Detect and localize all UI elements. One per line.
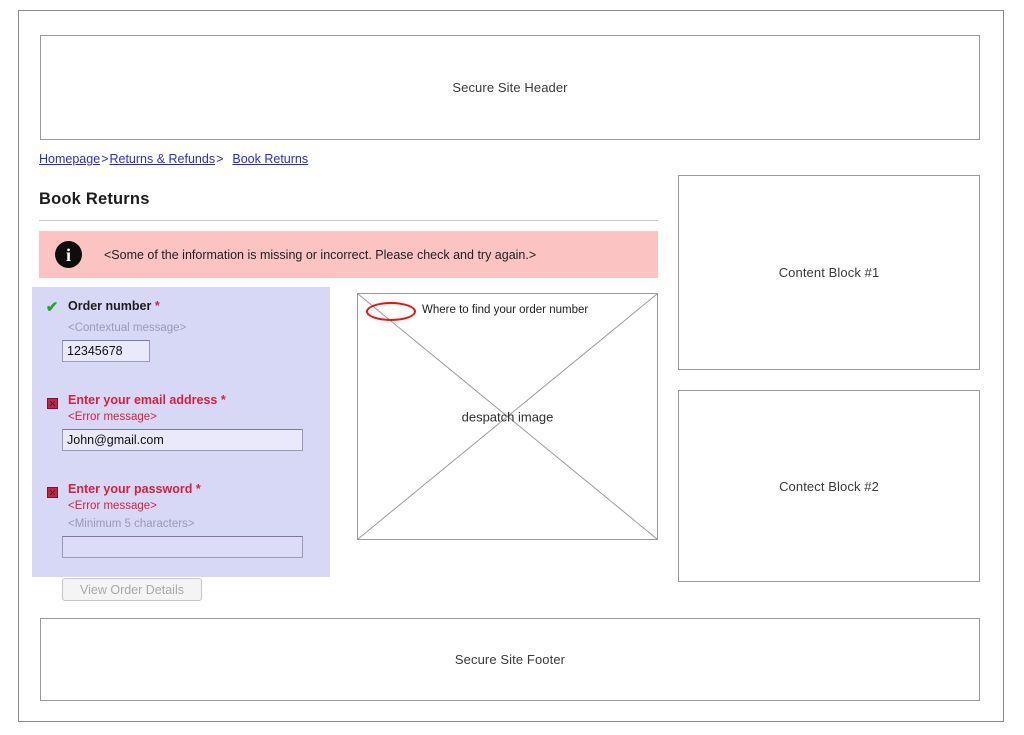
- breadcrumb-item-homepage[interactable]: Homepage: [39, 152, 101, 166]
- field-email-header: Enter your email address * <Error messag…: [32, 393, 330, 425]
- green-check-icon: ✔: [45, 299, 59, 316]
- breadcrumb-separator-1: >: [101, 152, 109, 166]
- breadcrumb: Homepage>Returns & Refunds>Book Returns: [39, 152, 308, 166]
- field-email-label-col: Enter your email address * <Error messag…: [68, 393, 226, 425]
- field-password-error: <Error message>: [68, 499, 157, 512]
- returns-form-panel: ✔ Order number * <Contextual message>: [32, 287, 330, 577]
- error-alert-banner: i <Some of the information is missing or…: [39, 231, 658, 278]
- field-order-number-label-col: Order number *: [68, 299, 160, 315]
- required-marker: *: [154, 299, 160, 313]
- field-order-number-header: ✔ Order number *: [32, 299, 330, 315]
- red-error-icon: [44, 483, 60, 498]
- email-address-input[interactable]: [62, 428, 303, 451]
- placeholder-cross-icon: [358, 294, 657, 539]
- order-number-input[interactable]: [62, 339, 150, 362]
- field-email-error: <Error message>: [68, 410, 157, 423]
- field-password-label-text: Enter your password: [68, 482, 193, 496]
- content-block-2: Contect Block #2: [678, 390, 980, 582]
- content-block-1-label: Content Block #1: [778, 265, 880, 280]
- field-order-number: ✔ Order number * <Contextual message>: [32, 299, 330, 362]
- field-password-header: Enter your password * <Error message>: [32, 482, 330, 514]
- content-block-1: Content Block #1: [678, 175, 980, 370]
- view-order-details-button[interactable]: View Order Details: [62, 578, 202, 601]
- site-footer-label: Secure Site Footer: [454, 652, 566, 667]
- required-marker: *: [220, 393, 226, 407]
- content-block-2-label: Contect Block #2: [779, 478, 879, 494]
- field-password-label-col: Enter your password * <Error message>: [68, 482, 201, 514]
- site-footer: Secure Site Footer: [40, 618, 980, 701]
- info-icon: i: [55, 241, 82, 268]
- field-password-hint: <Minimum 5 characters>: [68, 517, 195, 530]
- order-number-annotation-label: Where to find your order number: [422, 304, 589, 316]
- despatch-image-placeholder: despatch image Where to find your order …: [357, 293, 658, 540]
- order-number-highlight-ellipse: [366, 302, 416, 321]
- page-title: Book Returns: [39, 190, 150, 208]
- breadcrumb-item-book-returns[interactable]: Book Returns: [232, 152, 309, 166]
- field-email-label-text: Enter your email address: [68, 393, 218, 407]
- field-order-number-label-text: Order number: [68, 299, 152, 313]
- field-order-number-label: Order number *: [68, 299, 160, 315]
- site-header-label: Secure Site Header: [452, 80, 568, 95]
- title-divider: [39, 220, 658, 221]
- field-email-address: Enter your email address * <Error messag…: [32, 393, 330, 451]
- site-header: Secure Site Header: [40, 35, 980, 140]
- field-password-label: Enter your password *: [68, 482, 201, 498]
- breadcrumb-separator-2: >: [216, 152, 224, 166]
- field-order-number-hint: <Contextual message>: [68, 322, 187, 334]
- red-error-icon: [44, 394, 60, 409]
- required-marker: *: [195, 482, 201, 496]
- field-password: Enter your password * <Error message> <M…: [32, 482, 330, 558]
- alert-message: <Some of the information is missing or i…: [104, 247, 537, 262]
- password-input[interactable]: [62, 535, 303, 558]
- despatch-image-caption: despatch image: [461, 409, 554, 424]
- field-email-label: Enter your email address *: [68, 393, 226, 409]
- breadcrumb-item-returns-refunds[interactable]: Returns & Refunds: [109, 152, 216, 166]
